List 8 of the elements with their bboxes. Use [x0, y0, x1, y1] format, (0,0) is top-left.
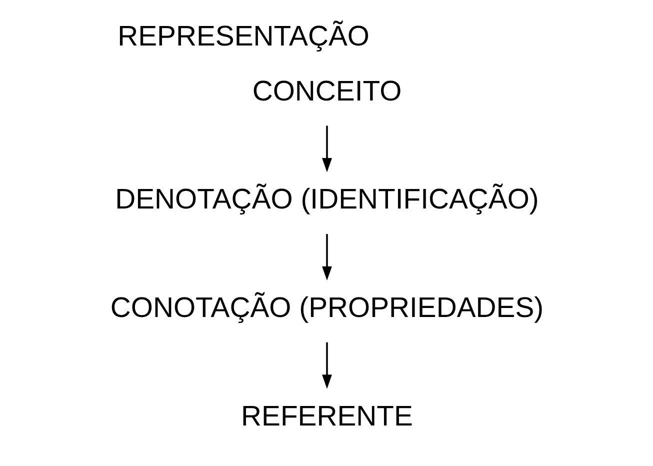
diagram-title: REPRESENTAÇÃO [117, 20, 370, 52]
arrow [322, 342, 332, 389]
arrow [322, 234, 332, 281]
node-text: CONOTAÇÃO (PROPRIEDADES) [110, 292, 544, 324]
node-text: CONCEITO [252, 75, 402, 108]
node-text: DENOTAÇÃO (IDENTIFICAÇÃO) [114, 184, 538, 216]
node-text: REFERENTE [240, 400, 412, 432]
arrow [322, 126, 332, 172]
